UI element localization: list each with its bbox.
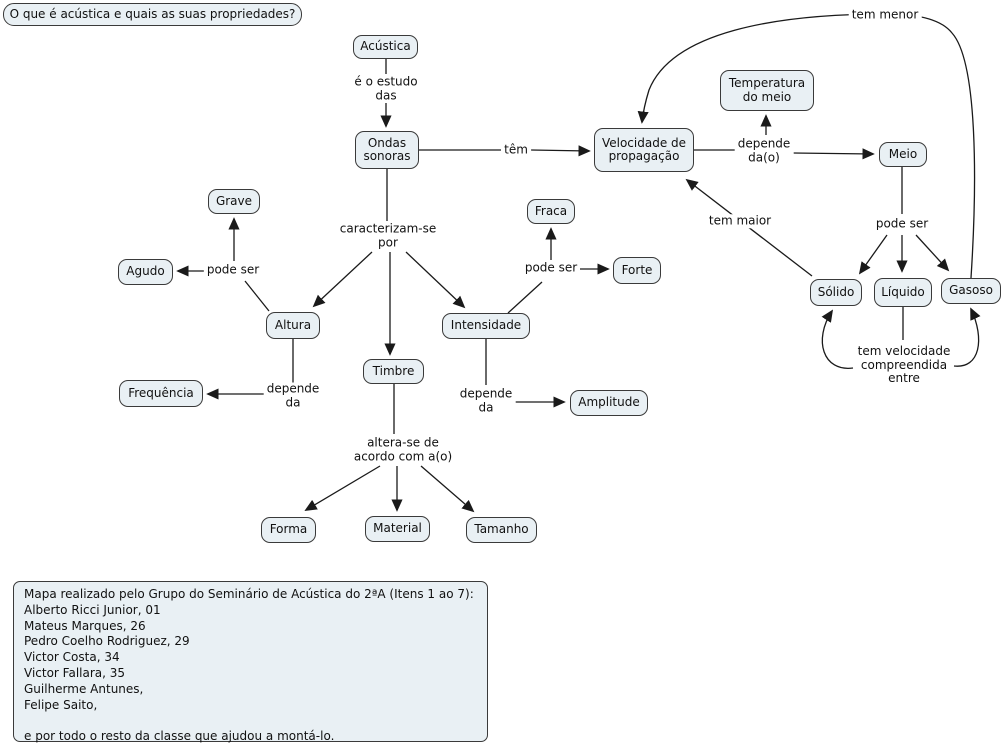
credits-box: Mapa realizado pelo Grupo do Seminário d… [13, 581, 488, 743]
node-temperatura-do-meio[interactable]: Temperatura do meio [720, 70, 814, 111]
node-question[interactable]: O que é acústica e quais as suas proprie… [3, 3, 302, 26]
link-label-pode-ser-altura[interactable]: pode ser [203, 263, 263, 277]
edge-podeser-solido [858, 234, 888, 275]
node-fraca[interactable]: Fraca [527, 199, 575, 224]
link-label-altera-se[interactable]: altera-se de acordo com a(o) [350, 436, 456, 464]
link-label-depende-dao[interactable]: depende da(o) [734, 137, 794, 165]
edge-dependedao-meio [792, 148, 875, 160]
link-label-tem-menor[interactable]: tem menor [848, 8, 922, 22]
link-label-pode-ser-meio[interactable]: pode ser [872, 217, 932, 231]
node-liquido[interactable]: Líquido [874, 278, 932, 307]
edge-altura-podeser [244, 280, 270, 312]
node-ondas-sonoras[interactable]: Ondas sonoras [355, 131, 419, 169]
edge-altera-forma [304, 465, 381, 511]
node-grave[interactable]: Grave [208, 189, 260, 214]
node-intensidade[interactable]: Intensidade [442, 313, 530, 339]
edge-tem-velocidade [530, 145, 591, 157]
node-frequencia[interactable]: Frequência [119, 380, 203, 407]
edge-temvelocidade-gasoso [953, 307, 981, 367]
link-label-tem-maior[interactable]: tem maior [705, 214, 775, 228]
node-gasoso[interactable]: Gasoso [941, 278, 1001, 304]
node-velocidade-propagacao[interactable]: Velocidade de propagação [594, 128, 694, 172]
edge-solido-temmaior-velocidade [685, 178, 813, 277]
node-altura[interactable]: Altura [266, 312, 320, 339]
link-label-depende-da-intensidade[interactable]: depende da [456, 387, 516, 415]
edge-podeser-gasoso [915, 234, 950, 272]
node-tamanho[interactable]: Tamanho [466, 517, 537, 543]
node-forma[interactable]: Forma [261, 517, 316, 543]
edge-caracterizam-intensidade [405, 251, 466, 309]
node-solido[interactable]: Sólido [810, 279, 862, 306]
link-label-tem[interactable]: têm [501, 143, 531, 157]
node-meio[interactable]: Meio [879, 142, 927, 167]
edge-intensidade-podeser [507, 281, 543, 314]
node-agudo[interactable]: Agudo [118, 259, 173, 285]
node-forte[interactable]: Forte [613, 257, 661, 284]
node-amplitude[interactable]: Amplitude [570, 390, 648, 416]
edge-temvelocidade-solido [821, 309, 854, 369]
link-label-caracterizam-se-por[interactable]: caracterizam-se por [336, 222, 440, 250]
link-label-pode-ser-intensidade[interactable]: pode ser [521, 261, 581, 275]
link-label-e-o-estudo-das[interactable]: é o estudo das [351, 75, 421, 103]
node-acustica[interactable]: Acústica [353, 35, 418, 59]
link-label-tem-velocidade-compreendida[interactable]: tem velocidade compreendida entre [854, 344, 954, 386]
link-label-depende-da-altura[interactable]: depende da [263, 382, 323, 410]
edge-altera-tamanho [420, 465, 475, 513]
node-material[interactable]: Material [365, 516, 430, 542]
edge-caracterizam-altura [312, 251, 373, 308]
node-timbre[interactable]: Timbre [363, 359, 424, 384]
